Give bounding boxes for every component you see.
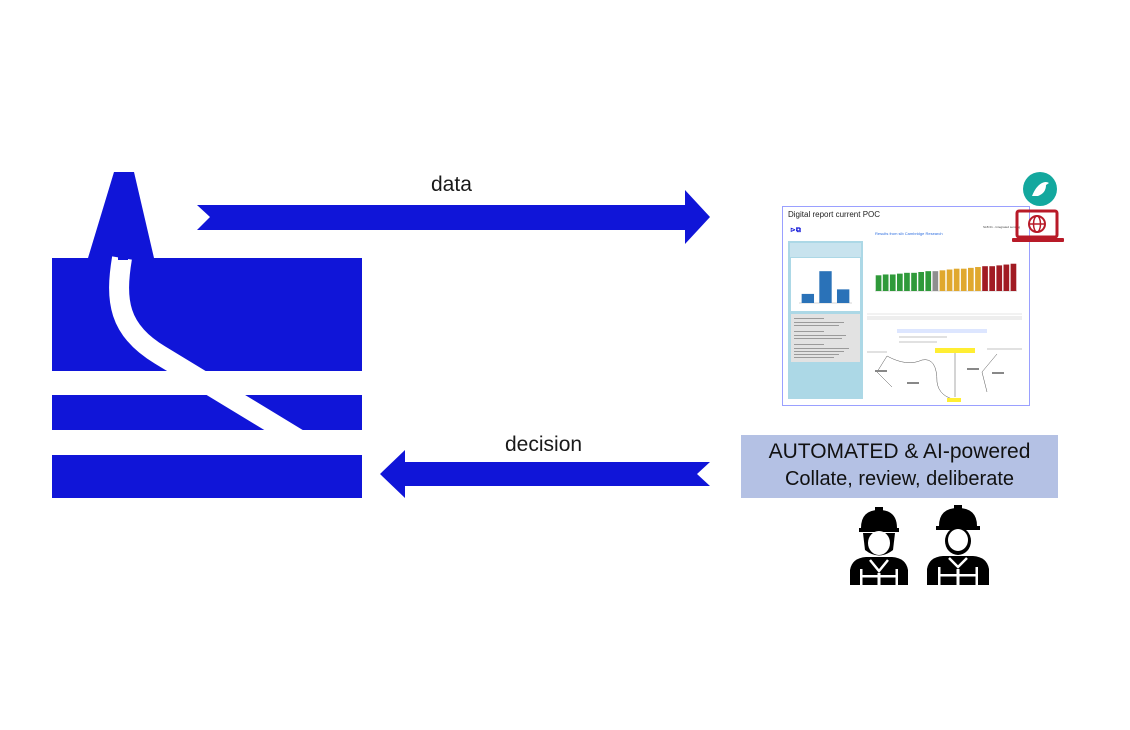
chart-bar (946, 269, 953, 291)
left-bar-chart-svg (799, 271, 852, 304)
main-bar-chart (875, 263, 1017, 292)
male-worker-icon (927, 505, 989, 585)
banner-line-1: AUTOMATED & AI-powered (768, 440, 1031, 463)
report-top-right: SLB 01 - Integrated sensing (983, 225, 1021, 229)
chart-bar (925, 271, 932, 291)
chart-bar (875, 275, 882, 291)
digital-report-thumbnail: Digital report current POC ⊳⧉ Results fr… (782, 206, 1030, 406)
bird-icon (1023, 172, 1057, 206)
chart-bar (932, 271, 939, 291)
chart-bar (897, 273, 903, 291)
chart-bar (996, 265, 1003, 291)
chart-bar (968, 267, 974, 291)
data-label: data (431, 173, 472, 196)
chart-bar (953, 268, 960, 291)
decision-flowchart (867, 313, 1022, 402)
chart-bar (889, 274, 896, 291)
left-bar-chart (791, 258, 860, 311)
banner-line-2: Collate, review, deliberate (784, 468, 1014, 490)
left-info-list (791, 314, 860, 362)
female-worker-icon (850, 507, 908, 585)
chart-bar (1003, 264, 1010, 291)
chart-bar (819, 271, 832, 303)
automation-banner: AUTOMATED & AI-powered Collate, review, … (741, 435, 1058, 498)
chart-bar (982, 266, 988, 291)
report-left-panel (788, 241, 863, 399)
chart-bar (801, 293, 815, 303)
chart-bar (904, 272, 910, 291)
report-title: Digital report current POC (788, 210, 881, 219)
chart-bar (882, 274, 889, 291)
chart-bar (939, 270, 946, 291)
chart-bar (1010, 263, 1017, 291)
chart-bar (911, 272, 917, 291)
report-logo-icon: ⊳⧉ (790, 227, 801, 234)
report-subtitle: Results from slb Cambridge Research (875, 231, 943, 236)
chart-bar (989, 266, 995, 291)
chart-bar (960, 268, 967, 291)
chart-bar (836, 289, 850, 303)
chart-bar (975, 267, 981, 291)
decision-label: decision (505, 433, 583, 456)
chart-bar (918, 271, 924, 291)
left-panel-tabs (790, 243, 861, 257)
laptop-globe-icon (1012, 209, 1064, 242)
